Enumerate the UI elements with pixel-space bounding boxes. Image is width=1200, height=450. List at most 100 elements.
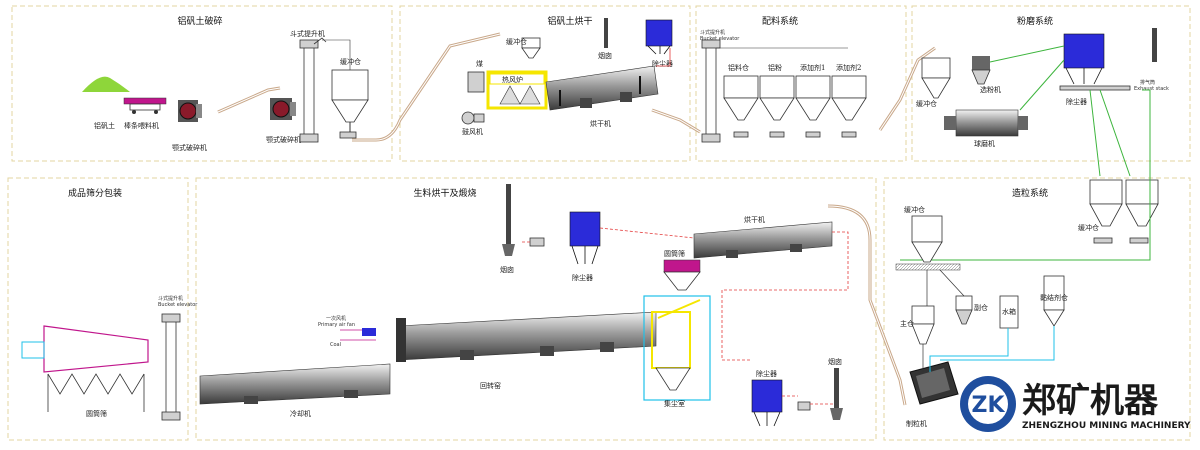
section-grinding-box <box>911 5 1191 162</box>
label-hot-furnace: 热风炉 <box>502 75 523 84</box>
cooler <box>199 363 391 405</box>
label-buffer-bin-1: 缓冲仓 <box>340 57 361 66</box>
label-bucket-elevator-2-cn: 斗式提升机 <box>700 29 725 36</box>
section-packing-box <box>7 177 189 441</box>
blower <box>461 111 485 125</box>
gas-duct-1 <box>656 48 671 67</box>
section-title-packing: 成品筛分包装 <box>68 187 122 199</box>
bucket-elevator-3 <box>161 313 181 421</box>
label-dust-collector-3: 除尘器 <box>572 273 593 282</box>
label-bucket-elevator-3-cn: 斗式提升机 <box>158 295 183 302</box>
label-cooler: 冷却机 <box>290 409 311 418</box>
hot-air-furnace <box>467 70 548 110</box>
label-ball-mill: 球磨机 <box>974 139 995 148</box>
label-buffer-bin-2: 缓冲仓 <box>506 37 527 46</box>
rotary-kiln <box>396 311 657 362</box>
exhaust-stack <box>1152 28 1157 62</box>
jaw-crusher-2 <box>270 98 296 120</box>
aux-bin <box>955 295 973 325</box>
binder-bin <box>1043 275 1065 327</box>
trommel-screen-2 <box>663 259 701 291</box>
main-bin <box>911 305 935 345</box>
powder-separator <box>971 56 991 85</box>
label-jaw-crusher-1: 颚式破碎机 <box>172 143 207 152</box>
label-dryer-1: 烘干机 <box>590 119 611 128</box>
feeder <box>123 97 167 114</box>
label-buffer-bin-4: 缓冲仓 <box>1078 223 1099 232</box>
material-line-return <box>900 89 1151 261</box>
label-buffer-bin-3: 缓冲仓 <box>916 99 937 108</box>
dust-collector-3 <box>569 211 601 265</box>
label-feeder: 棒条喂料机 <box>124 121 159 130</box>
section-title-crushing: 铝矾土破碎 <box>177 15 222 27</box>
label-exhaust-cn: 排气筒 <box>1140 79 1155 86</box>
section-drying-box <box>399 5 691 162</box>
granulator <box>909 361 959 405</box>
liquid-lines <box>929 326 1055 372</box>
label-coal-fuel: Coal <box>330 342 341 348</box>
label-dust-collector-2: 除尘器 <box>1066 97 1087 106</box>
dust-collector-1 <box>645 19 673 55</box>
ball-mill <box>944 109 1028 137</box>
rotary-dryer-2 <box>693 221 833 259</box>
section-title-drying: 铝矾土烘干 <box>547 15 592 27</box>
primary-air-fan <box>340 328 376 341</box>
label-trommel-1: 圆筒筛 <box>86 409 107 418</box>
material-lines-grinding <box>989 45 1131 177</box>
label-batch-bin-4: 添加剂2 <box>836 63 861 72</box>
label-jaw-crusher-2: 颚式破碎机 <box>266 135 301 144</box>
bauxite-pile <box>82 76 130 92</box>
label-trommel-2: 圆筒筛 <box>664 249 685 258</box>
label-chimney-3: 烟囱 <box>828 357 842 366</box>
dust-collector-2 <box>1059 33 1131 91</box>
trommel-screen-1 <box>21 325 149 412</box>
label-bucket-elevator-1: 斗式提升机 <box>290 29 325 38</box>
label-bauxite: 铝矾土 <box>94 121 115 130</box>
buffer-bins-lower <box>1089 179 1159 244</box>
logo-cn: 郑矿机器 <box>1022 381 1159 421</box>
section-title-batching: 配料系统 <box>762 15 798 27</box>
label-primary-fan-en: Primary air fan <box>318 322 355 328</box>
section-title-grinding: 粉磨系统 <box>1017 15 1053 27</box>
label-bucket-elevator-3-en: Bucket elevator <box>158 302 198 308</box>
label-binder-bin: 黏结剂仓 <box>1040 293 1068 302</box>
section-crushing-box <box>11 5 393 162</box>
buffer-bin-3 <box>921 57 951 99</box>
section-batching-box <box>695 5 907 162</box>
chimney-2 <box>502 184 545 256</box>
bucket-elevator-2 <box>701 39 721 143</box>
label-powder-separator: 选粉机 <box>980 85 1001 94</box>
chimney-1 <box>604 18 608 48</box>
label-dust-chamber: 集尘室 <box>664 399 685 408</box>
chimney-3 <box>830 368 843 420</box>
feed-lines-granulating <box>922 269 965 372</box>
label-aux-bin: 副仓 <box>974 303 988 312</box>
label-primary-fan-cn: 一次风机 <box>326 315 346 322</box>
label-rotary-kiln: 回转窑 <box>480 381 501 390</box>
section-granulating-box <box>883 177 1191 441</box>
water-tank <box>999 295 1019 329</box>
jaw-crusher-1 <box>178 100 202 122</box>
label-bucket-elevator-2-en: Bucket elevator <box>700 36 740 42</box>
logo-en: ZHENGZHOU MINING MACHINERY <box>1022 421 1191 431</box>
label-coal: 煤 <box>476 59 483 68</box>
label-exhaust-en: Exhaust stack <box>1134 86 1169 92</box>
section-calcining-box <box>195 177 877 441</box>
gas-ducts <box>520 227 849 405</box>
label-dust-collector-1: 除尘器 <box>652 59 673 68</box>
label-blower: 鼓风机 <box>462 127 483 136</box>
label-dust-collector-4: 除尘器 <box>756 369 777 378</box>
buffer-bin-5 <box>895 215 961 271</box>
label-buffer-bin-5: 缓冲仓 <box>904 205 925 214</box>
label-batch-bin-3: 添加剂1 <box>800 63 825 72</box>
section-title-calcining: 生料烘干及煅烧 <box>413 187 476 199</box>
rotary-dryer-1 <box>545 65 659 111</box>
label-chimney-2: 烟囱 <box>500 265 514 274</box>
label-water-tank: 水箱 <box>1002 307 1016 316</box>
label-granulator: 制粒机 <box>906 419 927 428</box>
bucket-elevator-1 <box>299 37 327 143</box>
buffer-bin-2 <box>521 37 541 59</box>
dust-collector-4 <box>751 379 811 427</box>
buffer-bin-1 <box>322 39 369 139</box>
company-logo: ZK 郑矿机器 ZHENGZHOU MINING MACHINERY <box>960 376 1191 432</box>
